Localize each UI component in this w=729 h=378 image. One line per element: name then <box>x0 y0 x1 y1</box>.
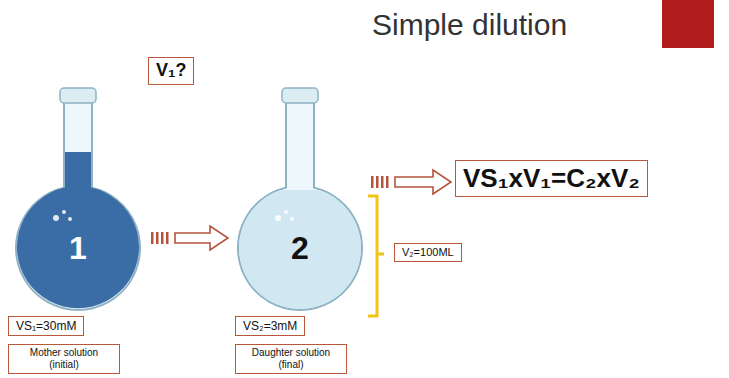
flask-bubble <box>275 215 281 221</box>
hollow-arrow <box>175 226 228 250</box>
unknown-volume-box: V₁? <box>148 57 194 85</box>
mother-flask: 1 <box>8 86 148 314</box>
initial-concentration-box-text: VS₁=30mM <box>16 319 76 333</box>
dilution-formula-text: VS₁xV₁=C₂xV₂ <box>463 163 640 194</box>
volume-bracket <box>368 196 384 316</box>
flow-arrow <box>151 226 228 250</box>
solution-label: Mother solution (initial) <box>8 344 120 374</box>
initial-concentration-box: VS₁=30mM <box>8 316 84 336</box>
diagram-title: Simple dilution <box>372 8 567 42</box>
solution-label-text: Mother solution (initial) <box>16 347 112 371</box>
dilution-formula: VS₁xV₁=C₂xV₂ <box>455 160 648 197</box>
flask-bubble <box>290 217 294 221</box>
flask-glass <box>16 102 140 310</box>
final-concentration-box-text: VS₂=3mM <box>243 319 297 333</box>
arrow-stripe <box>161 232 164 244</box>
arrow-stripe <box>371 176 374 188</box>
flow-arrow <box>371 170 451 194</box>
final-concentration-box: VS₂=3mM <box>235 316 305 336</box>
hollow-arrow <box>395 170 451 194</box>
flask-outline <box>8 86 148 314</box>
arrow-stripe <box>166 232 169 244</box>
arrow-stripe <box>381 176 384 188</box>
flask-number: 1 <box>8 228 148 268</box>
flask-bubble <box>53 215 59 221</box>
flask-outline <box>232 86 368 314</box>
arrow-stripe <box>376 176 379 188</box>
final-volume-box: V₂=100ML <box>394 243 462 262</box>
arrow-stripe <box>156 232 159 244</box>
flask-bubble <box>68 217 72 221</box>
flask-bubble <box>284 210 288 214</box>
arrow-stripe <box>386 176 389 188</box>
flask-stopper <box>60 88 96 103</box>
flask-stopper <box>282 88 318 103</box>
solution-label-text: Daughter solution (final) <box>243 347 339 371</box>
arrow-stripe <box>151 232 154 244</box>
final-volume-box-text: V₂=100ML <box>402 246 454 259</box>
corner-square <box>662 0 714 48</box>
flask-bubble <box>62 210 66 214</box>
daughter-flask: 2 <box>232 86 368 314</box>
unknown-volume-box-text: V₁? <box>156 60 186 82</box>
solution-label: Daughter solution (final) <box>235 344 347 374</box>
flask-number: 2 <box>232 228 368 268</box>
flask-glass <box>238 102 362 310</box>
